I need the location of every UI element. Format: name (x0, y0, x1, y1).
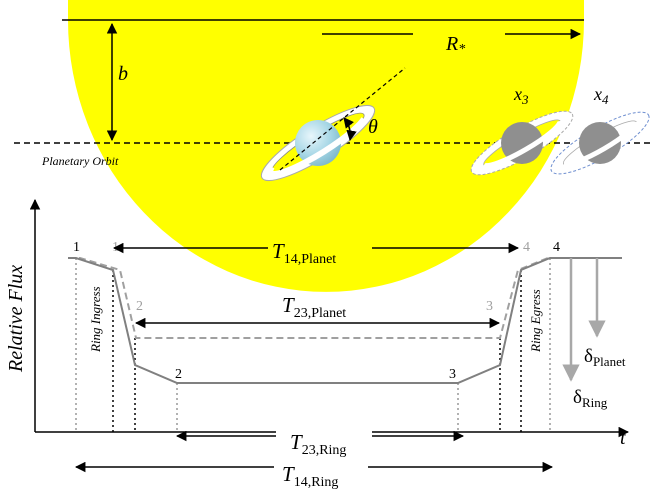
x4-label: x4 (593, 84, 609, 107)
ring-axis-dashed (279, 67, 406, 171)
t14-planet-label: T14,Planet (272, 239, 336, 267)
impact-parameter-label: b (118, 63, 128, 85)
t23-planet-label: T23,Planet (282, 293, 346, 321)
delta-planet-label: δPlanet (584, 346, 626, 369)
contact-2-planet: 2 (136, 299, 143, 314)
theta-arc (343, 117, 357, 142)
t14-ring-label: T14,Ring (282, 462, 338, 490)
radius-label: R* (445, 33, 465, 57)
ringed-planet-x3 (470, 110, 574, 176)
delta-ring-label: δRing (573, 387, 608, 410)
t23-ring-label: T23,Ring (290, 430, 346, 458)
contact-1-ring: 1 (73, 240, 80, 255)
y-axis-label: Relative Flux (5, 265, 27, 373)
contact-3-ring: 3 (449, 367, 456, 382)
contact-4-ring: 4 (553, 240, 560, 255)
theta-label: θ (368, 116, 378, 138)
planet-transit-curve (68, 257, 549, 339)
contact-3-planet: 3 (486, 299, 493, 314)
planetary-orbit-label: Planetary Orbit (41, 154, 119, 168)
ring-egress-label: Ring Egress (528, 289, 543, 353)
contact-4-planet: 4 (523, 240, 530, 255)
ring-transit-curve (68, 257, 622, 384)
x-axis-label: t (620, 427, 626, 449)
contact-lines (75, 258, 551, 432)
contact-2-ring: 2 (175, 367, 182, 382)
ringed-planet-x4 (550, 111, 650, 175)
x3-label: x3 (513, 84, 529, 107)
ring-ingress-label: Ring Ingress (88, 286, 103, 353)
